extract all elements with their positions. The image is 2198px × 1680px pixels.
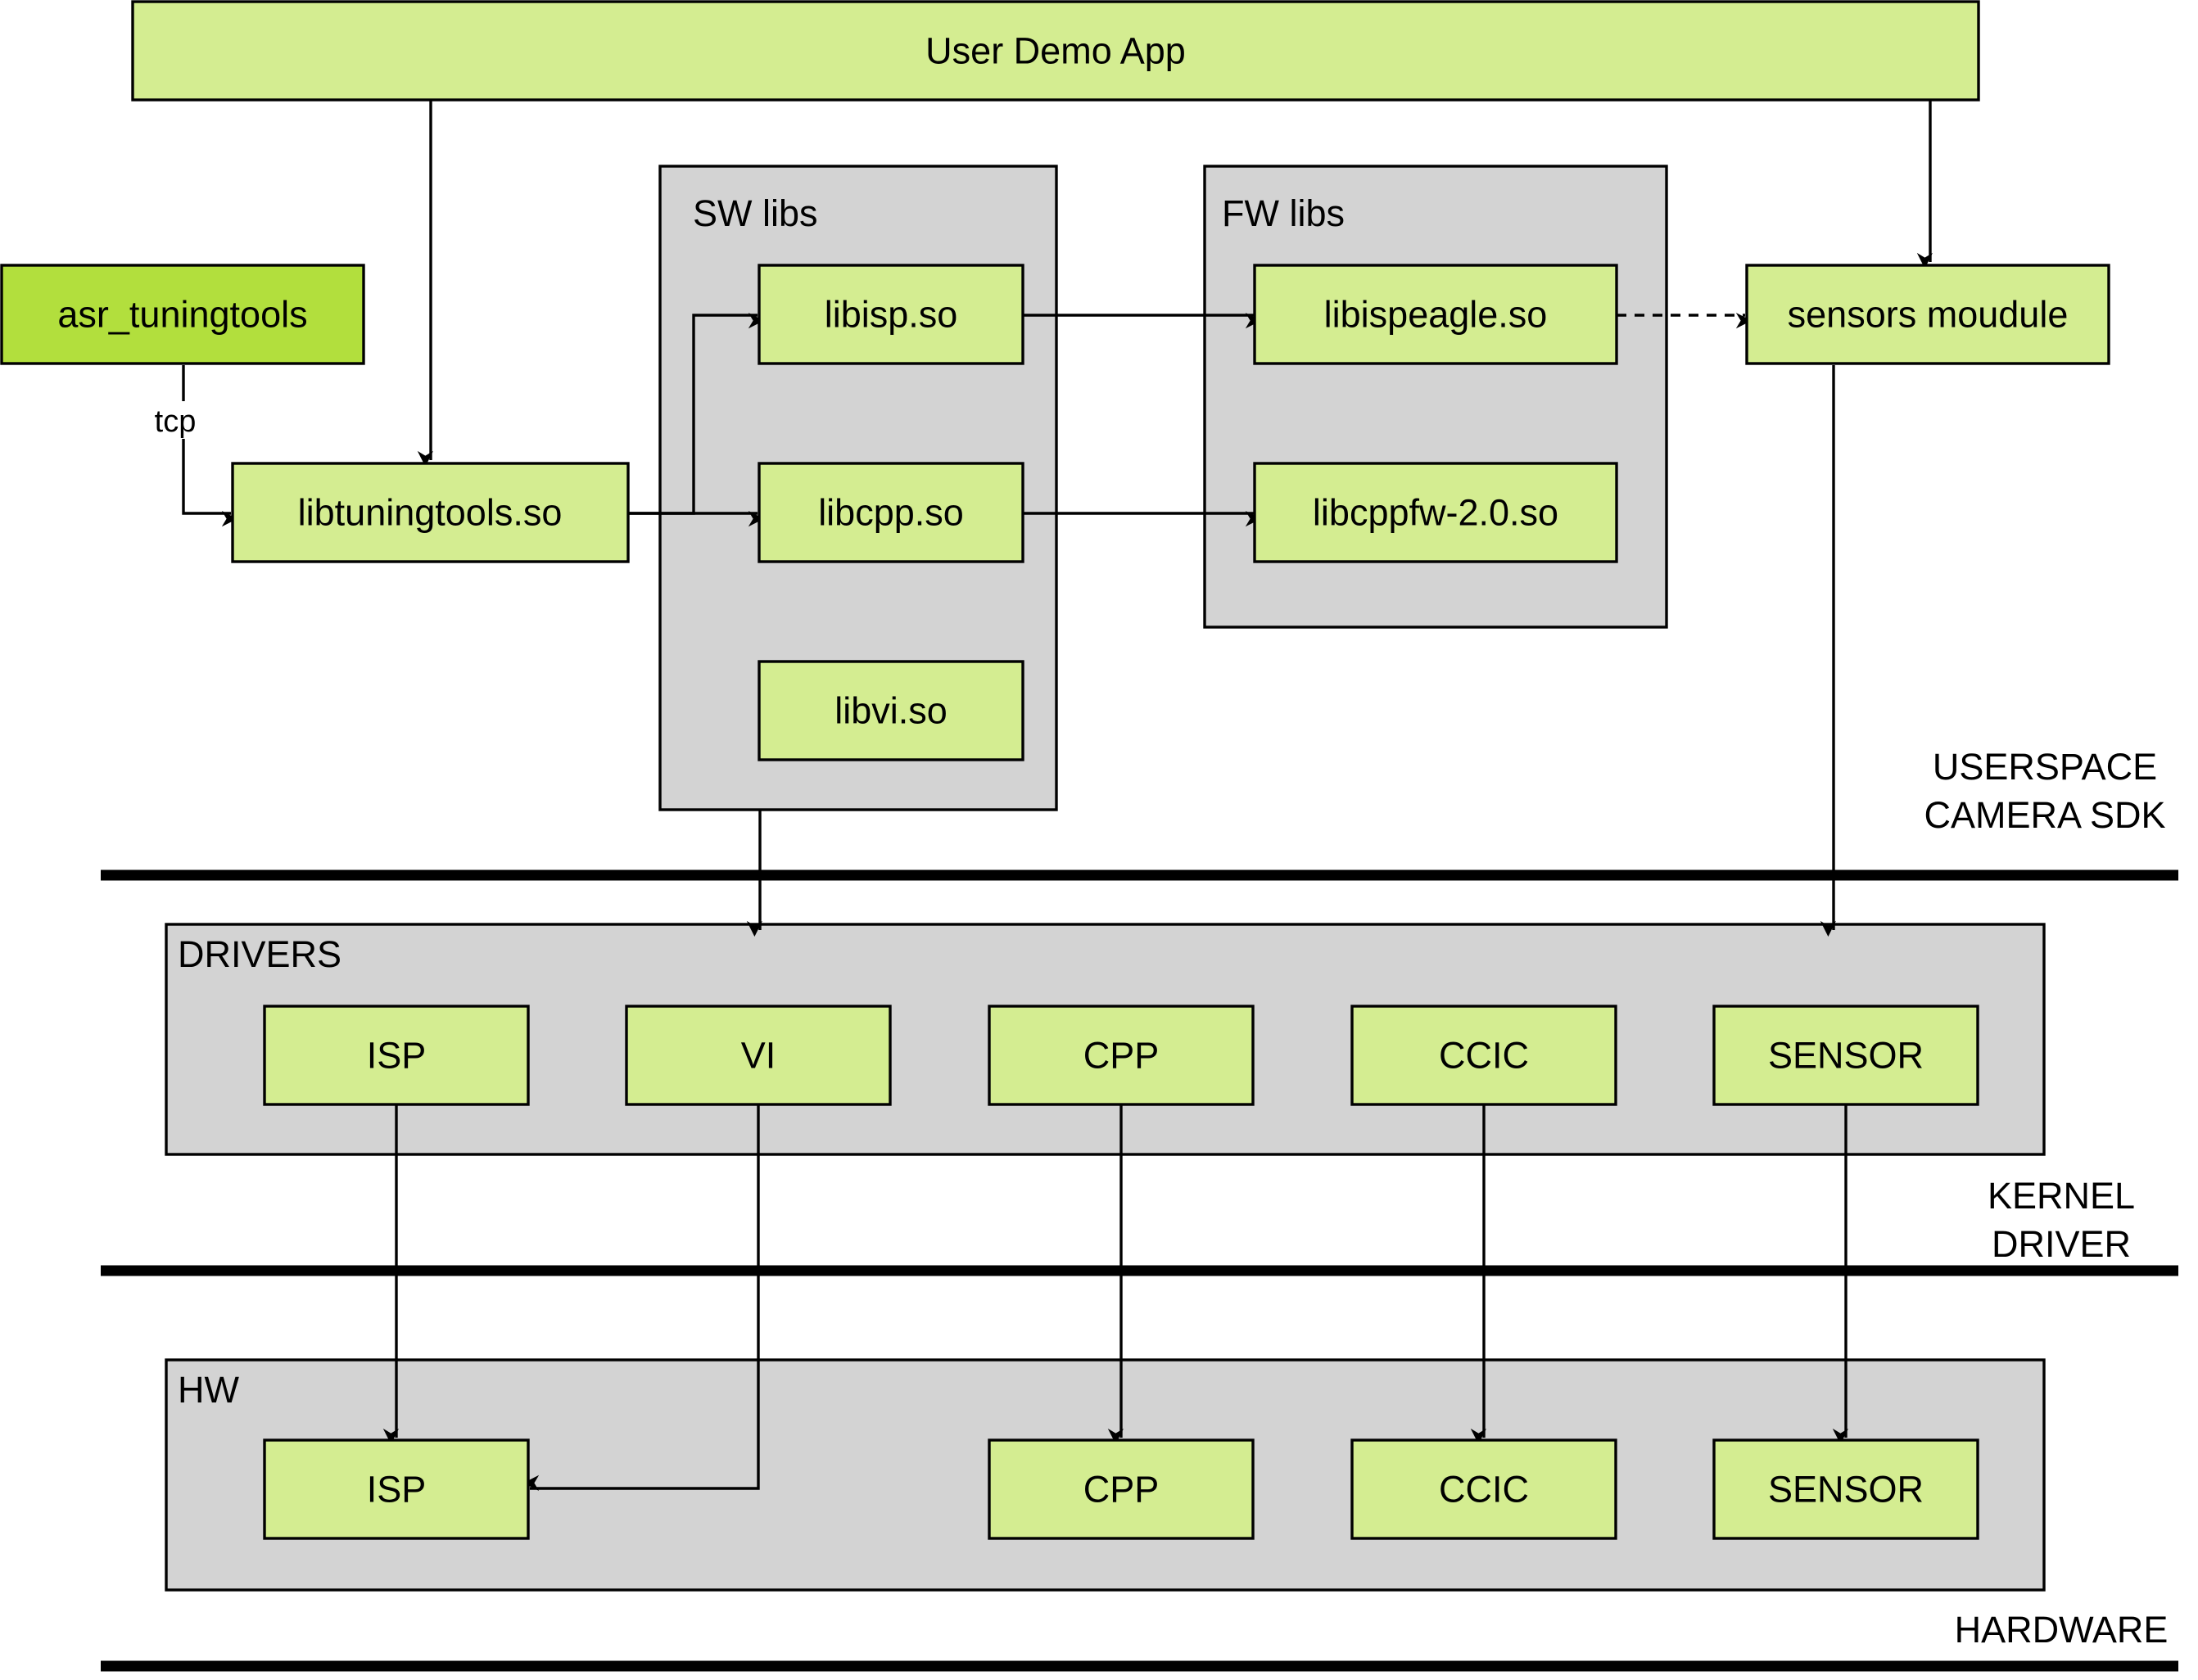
hw-isp-label: ISP (367, 1469, 427, 1511)
sensors-module-label: sensors moudule (1788, 294, 2069, 336)
hw-cpp-label: CPP (1083, 1469, 1160, 1511)
arrow-tuningtools-tcp (182, 365, 238, 527)
hw-label: HW (178, 1369, 239, 1411)
hw-cpp-box: CPP (988, 1438, 1255, 1540)
driver-sensor-box: SENSOR (1712, 1005, 1979, 1106)
libtuningtools-box: libtuningtools.so (231, 462, 630, 563)
libispeagle-box: libispeagle.so (1253, 264, 1618, 365)
driver-cpp-box: CPP (988, 1005, 1255, 1106)
asr-tuningtools-label: asr_tuningtools (57, 294, 307, 336)
libcpp-box: libcpp.so (758, 462, 1024, 563)
arrow-drv-vi-to-hw-isp (522, 1105, 760, 1491)
user-demo-app-label: User Demo App (925, 30, 1186, 72)
hw-sensor-label: SENSOR (1768, 1469, 1924, 1511)
libispeagle-label: libispeagle.so (1324, 294, 1548, 336)
tcp-edge-label: tcp (147, 401, 219, 439)
libtuningtools-label: libtuningtools.so (298, 492, 563, 534)
asr-tuningtools-box: asr_tuningtools (0, 264, 365, 365)
camera-sdk-layer-label: CAMERA SDK (1924, 794, 2165, 836)
driver-isp-box: ISP (263, 1005, 530, 1106)
connectors (182, 100, 1933, 1491)
driver-isp-label: ISP (367, 1035, 427, 1077)
user-demo-app-box: User Demo App (131, 0, 1980, 102)
hw-ccic-label: CCIC (1439, 1469, 1529, 1511)
driver-layer-label: DRIVER (1992, 1223, 2131, 1265)
hw-isp-box: ISP (263, 1438, 530, 1540)
tcp-label: tcp (155, 404, 197, 439)
hw-ccic-box: CCIC (1350, 1438, 1617, 1540)
hw-sensor-box: SENSOR (1712, 1438, 1979, 1540)
driver-ccic-box: CCIC (1350, 1005, 1617, 1106)
kernel-layer-label: KERNEL (1988, 1175, 2135, 1217)
libisp-box: libisp.so (758, 264, 1024, 365)
userspace-layer-label: USERSPACE (1933, 746, 2157, 788)
sw-libs-label: SW libs (693, 192, 818, 234)
libcpp-label: libcpp.so (818, 492, 964, 534)
driver-ccic-label: CCIC (1439, 1035, 1529, 1077)
libcppfw-box: libcppfw-2.0.so (1253, 462, 1618, 563)
hardware-layer-label: HARDWARE (1955, 1609, 2169, 1651)
libvi-label: libvi.so (834, 690, 947, 732)
libisp-label: libisp.so (825, 294, 958, 336)
driver-sensor-label: SENSOR (1768, 1035, 1924, 1077)
driver-vi-box: VI (625, 1005, 892, 1106)
libcppfw-label: libcppfw-2.0.so (1313, 492, 1558, 534)
libvi-box: libvi.so (758, 660, 1024, 761)
driver-vi-label: VI (741, 1035, 776, 1077)
fw-libs-label: FW libs (1222, 192, 1345, 234)
drivers-label: DRIVERS (178, 933, 341, 975)
sensors-module-box: sensors moudule (1745, 264, 2110, 365)
driver-cpp-label: CPP (1083, 1035, 1160, 1077)
